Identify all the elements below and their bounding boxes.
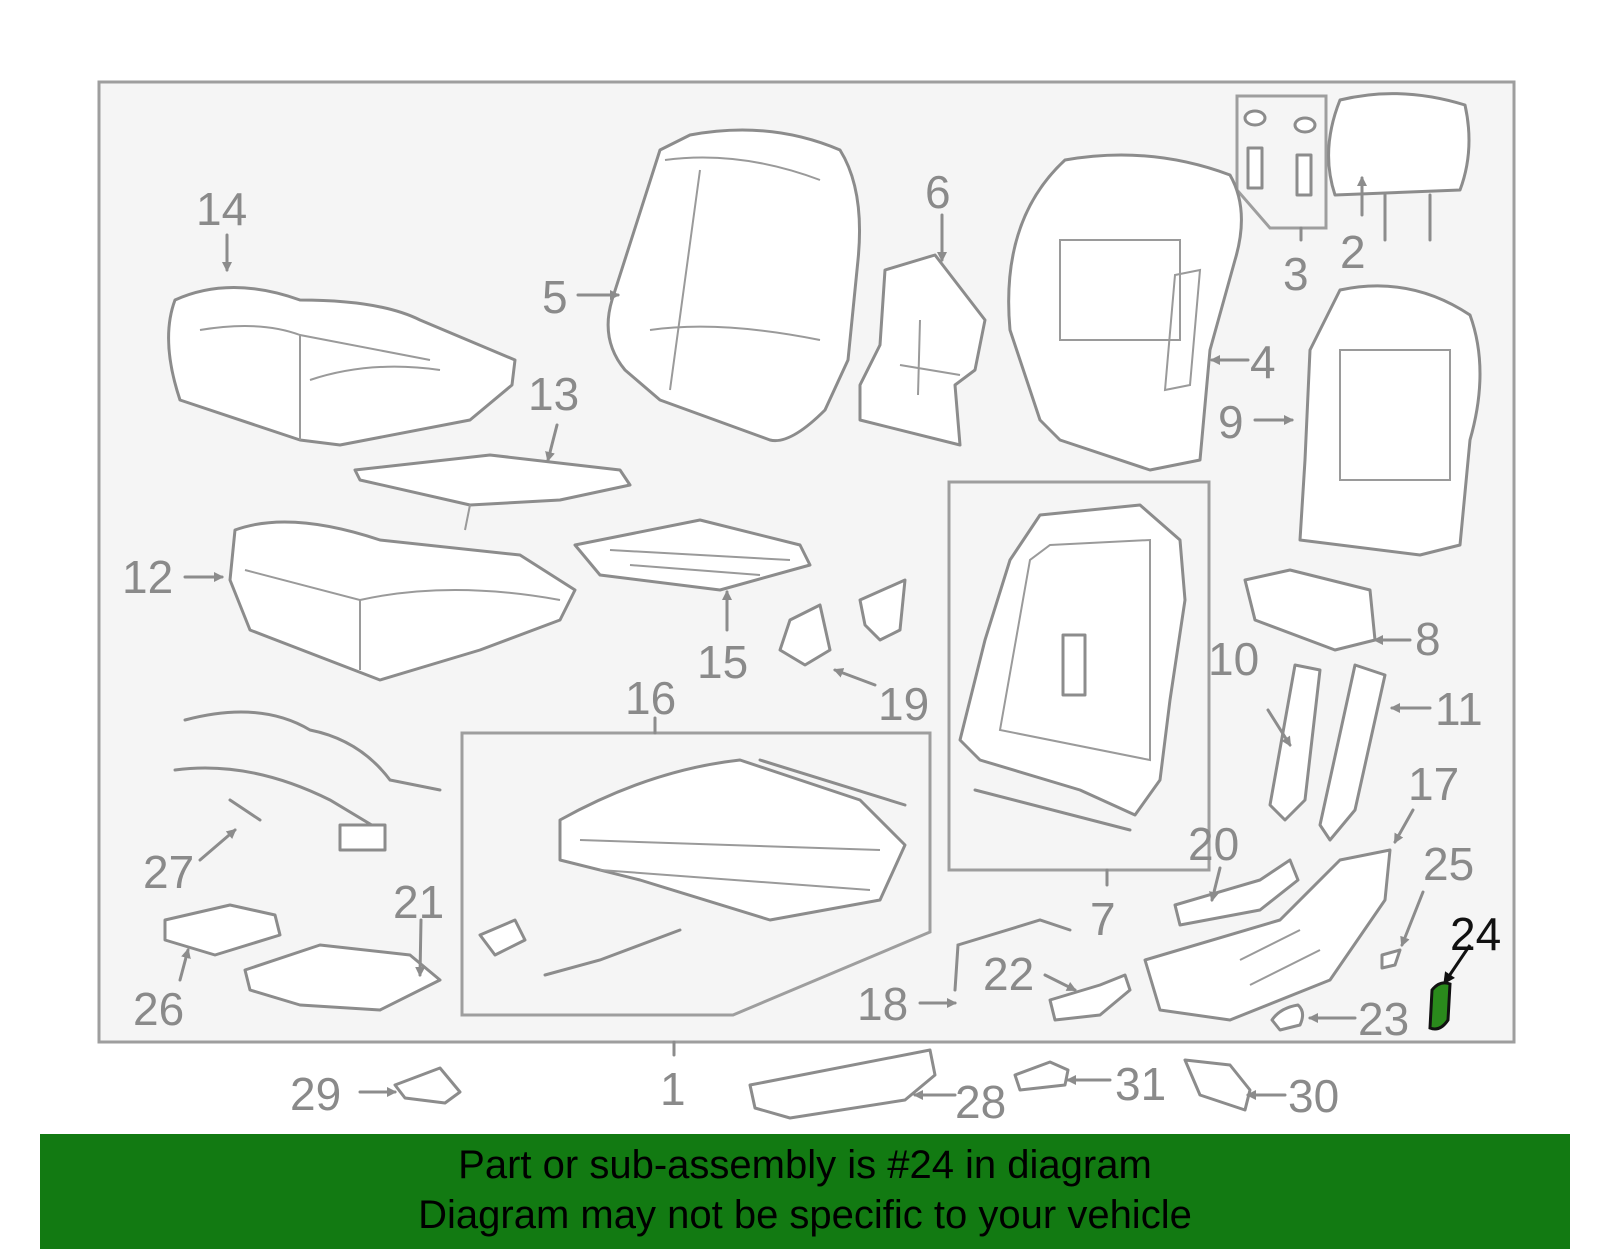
label-part-14: 14 (196, 183, 247, 235)
part-7-back-frame (958, 503, 1187, 832)
part-12-cushion-pad (228, 520, 577, 682)
frame-box (947, 480, 1211, 872)
label-part-17: 17 (1408, 758, 1459, 810)
label-part-31: 31 (1115, 1058, 1166, 1110)
headrest-guide-box (1235, 94, 1328, 230)
label-part-22: 22 (983, 948, 1034, 1000)
label-part-27: 27 (143, 846, 194, 898)
info-banner: Part or sub-assembly is #24 in diagram D… (40, 1134, 1570, 1249)
label-part-30: 30 (1288, 1070, 1339, 1122)
label-part-25: 25 (1423, 838, 1474, 890)
part-13-heater-mat (353, 453, 632, 531)
part-26-module (163, 903, 282, 957)
part-27-wiring-harness (173, 710, 442, 852)
label-part-21: 21 (393, 876, 444, 928)
label-part-7: 7 (1090, 893, 1116, 945)
label-part-28: 28 (955, 1076, 1006, 1128)
part-9-back-panel (1298, 284, 1482, 557)
part-14-cushion-cover (167, 286, 517, 447)
label-part-6: 6 (925, 166, 951, 218)
part-29-clip (393, 1066, 462, 1105)
part-30-bracket (1183, 1058, 1252, 1112)
part-21-tray (243, 943, 442, 1012)
part-31-clip (1013, 1060, 1070, 1092)
label-part-26: 26 (133, 983, 184, 1035)
label-part-13: 13 (528, 368, 579, 420)
part-25-knob (1380, 948, 1402, 970)
label-part-3: 3 (1283, 248, 1309, 300)
part-16-seat-adjuster (478, 758, 907, 977)
part-6-pad (858, 253, 987, 447)
label-part-15: 15 (697, 636, 748, 688)
part-18-rod (953, 918, 1072, 992)
part-3-guides (1243, 109, 1317, 197)
label-part-8: 8 (1415, 613, 1441, 665)
banner-line-2: Diagram may not be specific to your vehi… (418, 1193, 1192, 1237)
label-part-1: 1 (660, 1063, 686, 1115)
label-part-19: 19 (878, 678, 929, 730)
label-part-24[interactable]: 24 (1450, 908, 1501, 960)
label-part-4: 4 (1250, 336, 1276, 388)
part-4-back-pad (1007, 153, 1243, 472)
part-28-cover (748, 1048, 937, 1120)
label-part-29: 29 (290, 1068, 341, 1120)
part-20-trim-strip (1173, 858, 1300, 927)
part-22-switch (1048, 973, 1132, 1022)
part-11-trim (1318, 663, 1387, 842)
label-part-18: 18 (857, 978, 908, 1030)
part-17-side-shield (1143, 848, 1392, 1022)
part-5-back-cover (606, 128, 861, 443)
part-15-suspension (573, 518, 812, 592)
label-part-23: 23 (1358, 993, 1409, 1045)
label-part-16: 16 (625, 672, 676, 724)
label-part-2: 2 (1340, 226, 1366, 278)
leader-arrows (178, 176, 1472, 1100)
adjuster-box (460, 731, 932, 1017)
label-part-9: 9 (1218, 396, 1244, 448)
part-23-knob (1270, 1003, 1305, 1032)
label-part-12: 12 (122, 551, 173, 603)
part-10-trim (1268, 663, 1322, 822)
part-24-highlighted[interactable] (1428, 981, 1452, 1031)
banner-line-1: Part or sub-assembly is #24 in diagram (458, 1143, 1152, 1187)
label-part-5: 5 (542, 271, 568, 323)
label-part-20: 20 (1188, 818, 1239, 870)
part-19-brackets (778, 578, 907, 667)
label-part-11: 11 (1435, 683, 1483, 735)
label-part-10: 10 (1208, 633, 1259, 685)
part-2-headrest (1327, 92, 1471, 242)
